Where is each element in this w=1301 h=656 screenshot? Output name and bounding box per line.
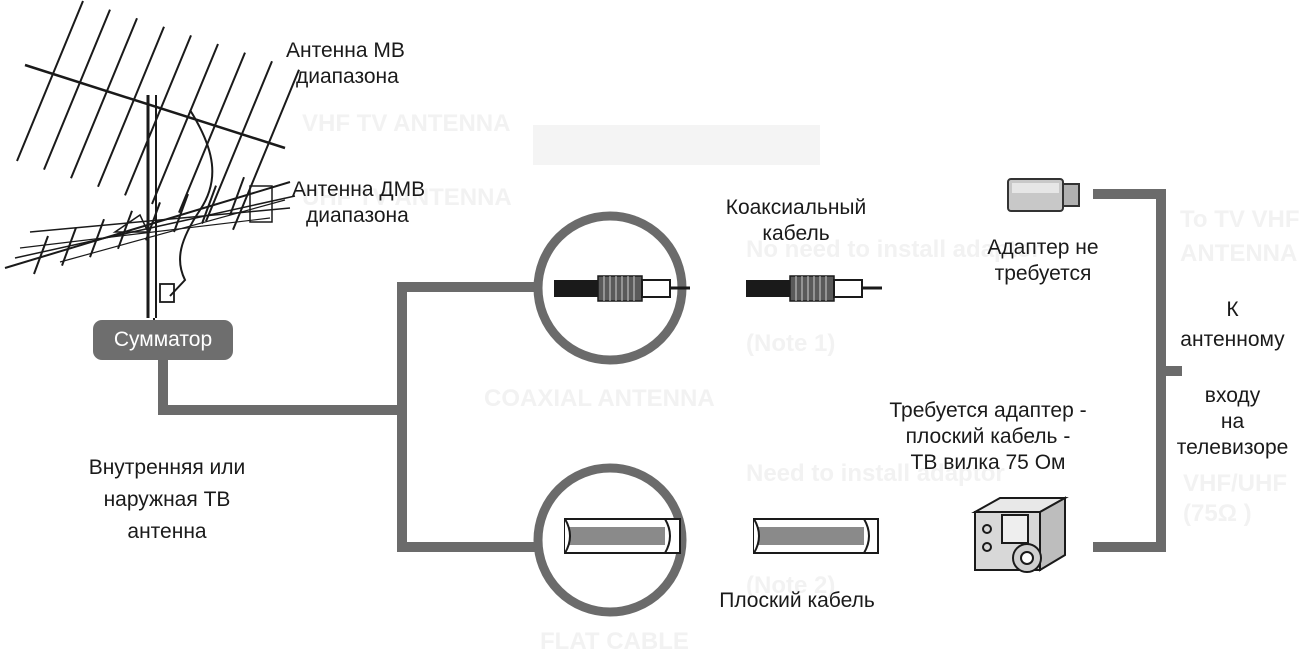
ghost-box — [533, 125, 820, 165]
flat-cable-label: Плоский кабель — [719, 589, 875, 612]
ghost-vhf-uhf: VHF/UHF — [1183, 470, 1287, 497]
vhf-antenna-elements — [16, 0, 300, 231]
flat-cable-icon — [753, 518, 879, 554]
vhf-element — [70, 17, 138, 179]
tv-antenna-input-label-top: К антенному — [1180, 298, 1285, 351]
uhf-element — [229, 176, 245, 216]
ghost-note2: (Note 2) — [746, 572, 836, 599]
uhf-element — [33, 235, 49, 275]
ghost-flat-cable: FLAT CABLE — [540, 628, 689, 655]
ghost-no-need-adaptor: No need to install adaptor — [746, 236, 1041, 263]
tv-antenna-illustration — [4, 0, 300, 320]
adapter-required-label: Требуется адаптер -плоский кабель -ТВ ви… — [889, 399, 1087, 474]
vhf-element — [16, 0, 84, 162]
ghost-to-tv-vhf: To TV VHF — [1180, 206, 1300, 233]
ghost-uhf-tv-antenna: UHF TV ANTENNA — [302, 184, 512, 211]
uhf-element — [117, 210, 133, 250]
tv-antenna-input-label-bottom: входу на телевизоре — [1176, 384, 1289, 459]
coax-plug-icon — [1007, 178, 1080, 212]
vhf-element — [178, 52, 246, 213]
vhf-element — [151, 43, 219, 205]
flat-cable-closeup — [533, 463, 687, 617]
uhf-element — [201, 185, 217, 224]
vhf-element — [124, 35, 192, 196]
combiner-label: Сумматор — [113, 328, 213, 351]
combiner-box — [93, 320, 233, 360]
vhf-element — [43, 9, 111, 170]
vhf-element — [205, 60, 273, 222]
ghost-coaxial-antenna: COAXIAL ANTENNA — [484, 385, 715, 412]
ghost-need-adaptor: Need to install adaptor — [746, 460, 1005, 487]
ghost-note1: (Note 1) — [746, 330, 836, 357]
vhf-element — [97, 26, 165, 188]
connection-wires — [158, 189, 1182, 552]
ghost-75-ohm: (75Ω ) — [1183, 500, 1252, 527]
uhf-element — [173, 193, 189, 233]
vhf-element — [232, 69, 300, 231]
ghost-vhf-tv-antenna: VHF TV ANTENNA — [302, 110, 511, 137]
ghost-antenna: ANTENNA — [1180, 240, 1298, 267]
uhf-antenna-elements — [33, 176, 245, 275]
coaxial-cable-icon — [746, 275, 882, 302]
coaxial-cable-closeup — [533, 211, 690, 365]
balun-adapter-icon — [971, 496, 1069, 573]
